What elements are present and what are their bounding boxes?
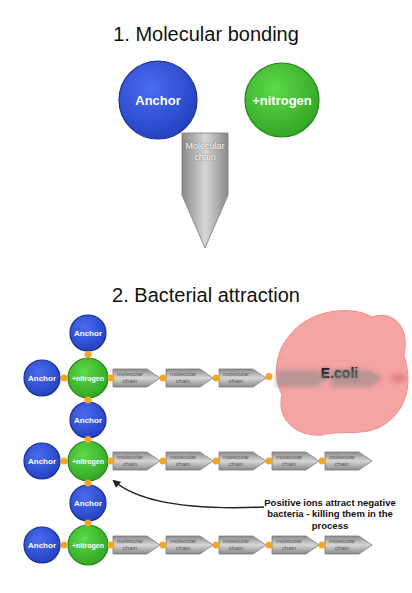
chain-segment: molecular chain: [219, 452, 266, 470]
section-heading: 2. Bacterial attraction: [0, 283, 412, 307]
node-text: Anchor: [28, 457, 56, 466]
node-text: +nitrogen: [252, 93, 312, 108]
bond-connector: [61, 458, 68, 465]
node-text: molecular chain: [113, 454, 147, 468]
anchor-circle: Anchor: [23, 442, 61, 480]
chain-segment: Molecular chain: [182, 133, 228, 248]
node-text: Anchor: [28, 541, 56, 550]
callout-note: Positive ions attract negative bacteria …: [262, 497, 398, 531]
node-text: Anchor: [74, 329, 102, 338]
chain-segment: molecular chain: [113, 369, 160, 387]
node-text: molecular chain: [325, 538, 359, 552]
anchor-circle: Anchor: [23, 526, 61, 564]
node-text: molecular chain: [219, 454, 253, 468]
chain-segment: molecular chain: [325, 536, 372, 554]
anchor-circle: Anchor: [23, 359, 61, 397]
callout-arrow: [114, 481, 264, 508]
bond-connector: [61, 375, 68, 382]
node-text: molecular chain: [272, 538, 306, 552]
node-text: molecular chain: [113, 538, 147, 552]
node-text: +nitrogen: [72, 375, 104, 382]
node-text: molecular chain: [166, 538, 200, 552]
anchor-circle: Anchor: [69, 484, 107, 522]
chain-segment: molecular chain: [166, 369, 213, 387]
node-text: molecular chain: [219, 538, 253, 552]
node-text: molecular chain: [166, 371, 200, 385]
nitrogen-circle: +nitrogen: [67, 524, 109, 566]
bond-connector: [61, 542, 68, 549]
anchor-circle: Anchor: [69, 314, 107, 352]
chain-segment: molecular chain: [113, 452, 160, 470]
chain-segment: molecular chain: [166, 536, 213, 554]
node-text: E.coli: [321, 365, 358, 381]
chain-segment: molecular chain: [219, 369, 266, 387]
chain-segment: molecular chain: [325, 452, 372, 470]
node-text: Anchor: [74, 416, 102, 425]
node-text: molecular chain: [166, 454, 200, 468]
chain-segment: molecular chain: [272, 452, 319, 470]
node-text: +nitrogen: [72, 458, 104, 465]
nitrogen-circle: +nitrogen: [244, 62, 320, 138]
node-text: +nitrogen: [72, 542, 104, 549]
anchor-circle: Anchor: [69, 401, 107, 439]
section-heading: 1. Molecular bonding: [0, 22, 412, 46]
node-text: Molecular chain: [183, 141, 227, 163]
nitrogen-circle: +nitrogen: [67, 357, 109, 399]
nitrogen-circle: +nitrogen: [67, 440, 109, 482]
node-text: molecular chain: [113, 371, 147, 385]
node-text: molecular chain: [219, 371, 253, 385]
node-text: molecular chain: [272, 454, 306, 468]
bond-connector: [266, 373, 273, 380]
node-text: Anchor: [135, 93, 181, 108]
node-text: Anchor: [28, 374, 56, 383]
bond-connector: [85, 351, 92, 358]
node-text: molecular chain: [325, 454, 359, 468]
chain-segment: molecular chain: [166, 452, 213, 470]
anchor-circle: Anchor: [118, 60, 198, 140]
chain-segment: molecular chain: [272, 536, 319, 554]
node-text: Anchor: [74, 499, 102, 508]
bacteria-blob: E.coli: [272, 305, 407, 440]
chain-segment: molecular chain: [219, 536, 266, 554]
chain-segment: molecular chain: [113, 536, 160, 554]
